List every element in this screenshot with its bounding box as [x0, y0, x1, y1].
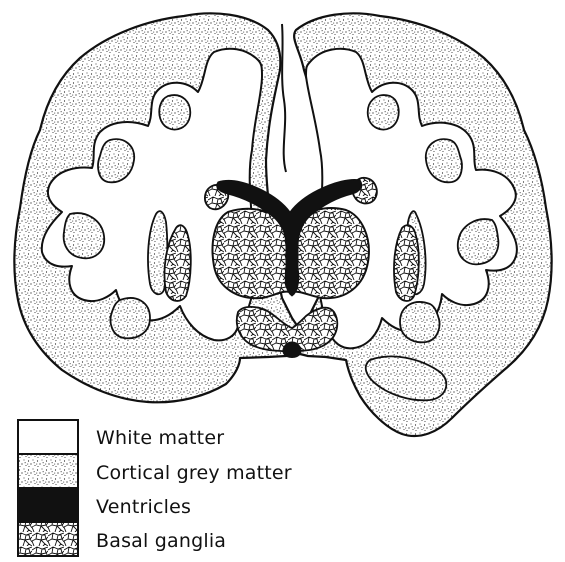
- legend-label-basal-ganglia: Basal ganglia: [96, 530, 226, 552]
- legend-label-white-matter: White matter: [96, 427, 224, 449]
- left-inner-gyrus-3: [111, 298, 151, 338]
- right-lentiform-nucleus: [394, 225, 419, 301]
- left-inner-gyrus-4: [159, 95, 190, 129]
- legend-swatch-basal-ganglia: [18, 522, 78, 556]
- legend-label-cortical-grey-matter: Cortical grey matter: [96, 462, 292, 484]
- right-inner-gyrus-4: [368, 95, 399, 129]
- legend-swatch-ventricles: [18, 488, 78, 522]
- legend-label-ventricles: Ventricles: [96, 496, 191, 518]
- legend: [18, 420, 78, 556]
- longitudinal-fissure: [282, 24, 286, 172]
- legend-swatch-cortical-grey-matter: [18, 454, 78, 488]
- right-inner-gyrus-3: [400, 302, 440, 342]
- legend-swatch-white-matter: [18, 420, 78, 454]
